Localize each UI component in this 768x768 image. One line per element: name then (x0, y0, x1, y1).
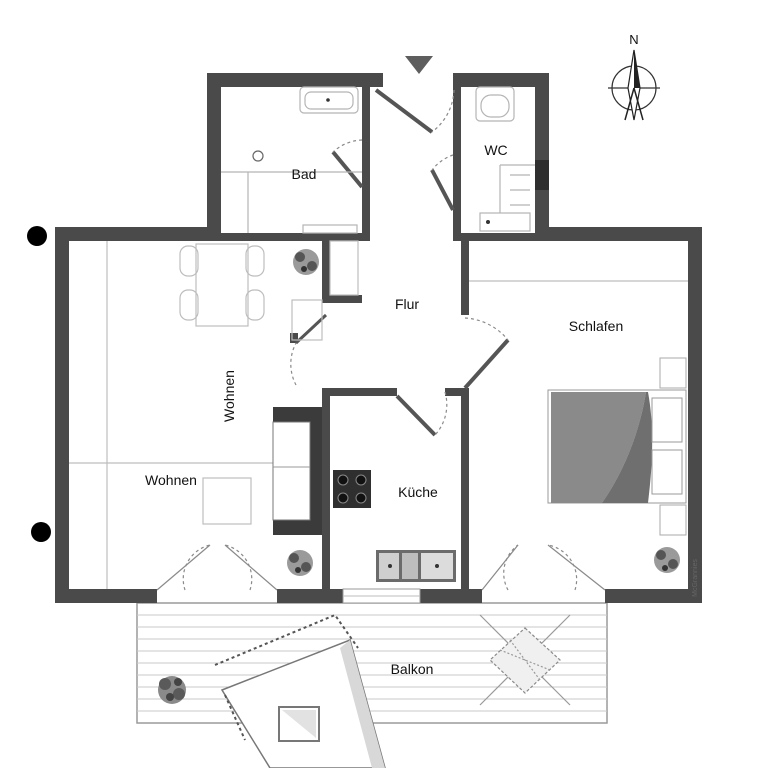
compass-north-label: N (629, 32, 638, 47)
sofa (272, 407, 322, 535)
balcony-lounger (214, 613, 386, 768)
room-label-flur: Flur (395, 296, 419, 312)
hall-storage (329, 240, 359, 296)
balcony-plant (158, 676, 186, 704)
entrance-arrow-icon (405, 56, 433, 74)
room-label-wohnen: Wohnen (145, 472, 197, 488)
kitchen-fixtures (333, 470, 456, 604)
room-label-wohnen-vertical: Wohnen (221, 370, 237, 422)
balcony-table (479, 614, 571, 706)
doors (156, 88, 606, 591)
plant-living (287, 550, 313, 576)
wc-fixtures (475, 86, 535, 232)
balcony (136, 602, 608, 768)
plant-dining (293, 249, 319, 275)
room-label-kueche: Küche (398, 484, 438, 500)
bedroom-furniture (469, 280, 688, 536)
plant-bedroom (654, 547, 680, 573)
room-label-wc: WC (484, 142, 507, 158)
room-label-bad: Bad (292, 166, 317, 182)
room-label-balkon: Balkon (391, 661, 434, 677)
compass-rose-icon: N (608, 32, 660, 121)
walls (55, 73, 702, 603)
room-label-schlafen: Schlafen (569, 318, 623, 334)
bed-blanket (551, 392, 646, 503)
living-room-furniture (69, 241, 323, 589)
bathroom-fixtures (221, 86, 362, 234)
credit-label: McGrannies (692, 559, 699, 597)
wc-window-frame (535, 160, 549, 190)
marker-dot-bottom (31, 522, 51, 542)
marker-dot-top (27, 226, 47, 246)
